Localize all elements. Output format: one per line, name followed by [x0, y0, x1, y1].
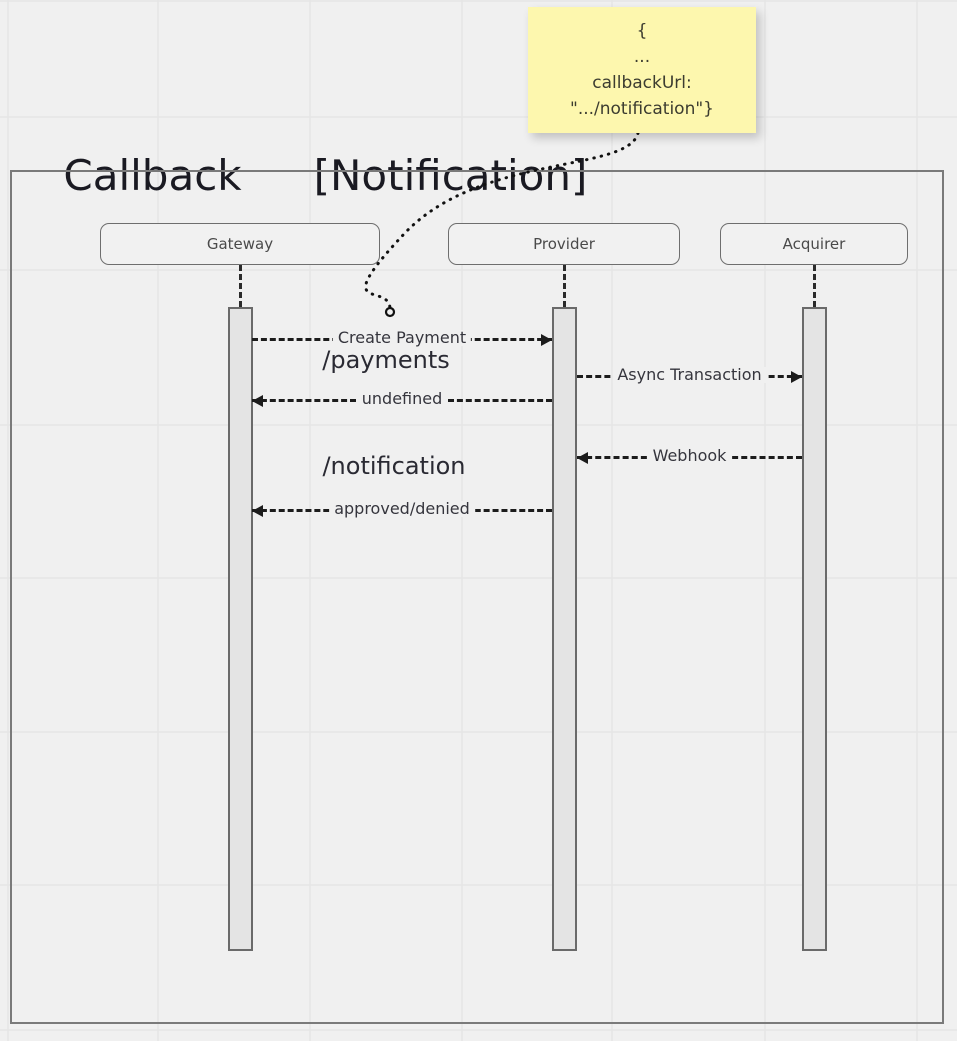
- annotation-label-0: /payments: [322, 346, 450, 374]
- arrowhead-right-icon: [791, 370, 802, 383]
- annotation-label-1: /notification: [322, 452, 466, 480]
- lifeline-gateway: [239, 265, 242, 307]
- title-main-text: Callback: [63, 151, 242, 200]
- note-line-0: {: [636, 21, 648, 41]
- message-label-3: Webhook: [647, 448, 732, 464]
- message-label-4: approved/denied: [329, 501, 475, 517]
- activation-bar-provider[interactable]: [552, 307, 577, 951]
- activation-bar-acquirer[interactable]: [802, 307, 827, 951]
- arrowhead-left-icon: [577, 451, 588, 464]
- participant-label: Gateway: [206, 235, 274, 253]
- callback-note[interactable]: {... callbackUrl: ".../notification"}: [528, 7, 756, 133]
- participant-acquirer[interactable]: Acquirer: [720, 223, 908, 265]
- note-line-2: callbackUrl:: [592, 73, 692, 93]
- lifeline-acquirer: [813, 265, 816, 307]
- arrowhead-right-icon: [541, 333, 552, 346]
- arrowhead-left-icon: [252, 504, 263, 517]
- note-line-3: ".../notification"}: [570, 99, 714, 119]
- participant-label: Provider: [533, 235, 595, 253]
- arrowhead-left-icon: [252, 394, 263, 407]
- message-label-2: undefined: [356, 391, 448, 407]
- participant-label: Acquirer: [782, 235, 846, 253]
- activation-bar-gateway[interactable]: [228, 307, 253, 951]
- message-label-0: Create Payment: [332, 330, 472, 346]
- lifeline-provider: [563, 265, 566, 307]
- participant-gateway[interactable]: Gateway: [100, 223, 380, 265]
- message-label-1: Async Transaction: [612, 367, 767, 383]
- participant-provider[interactable]: Provider: [448, 223, 680, 265]
- note-line-1: ...: [633, 47, 651, 67]
